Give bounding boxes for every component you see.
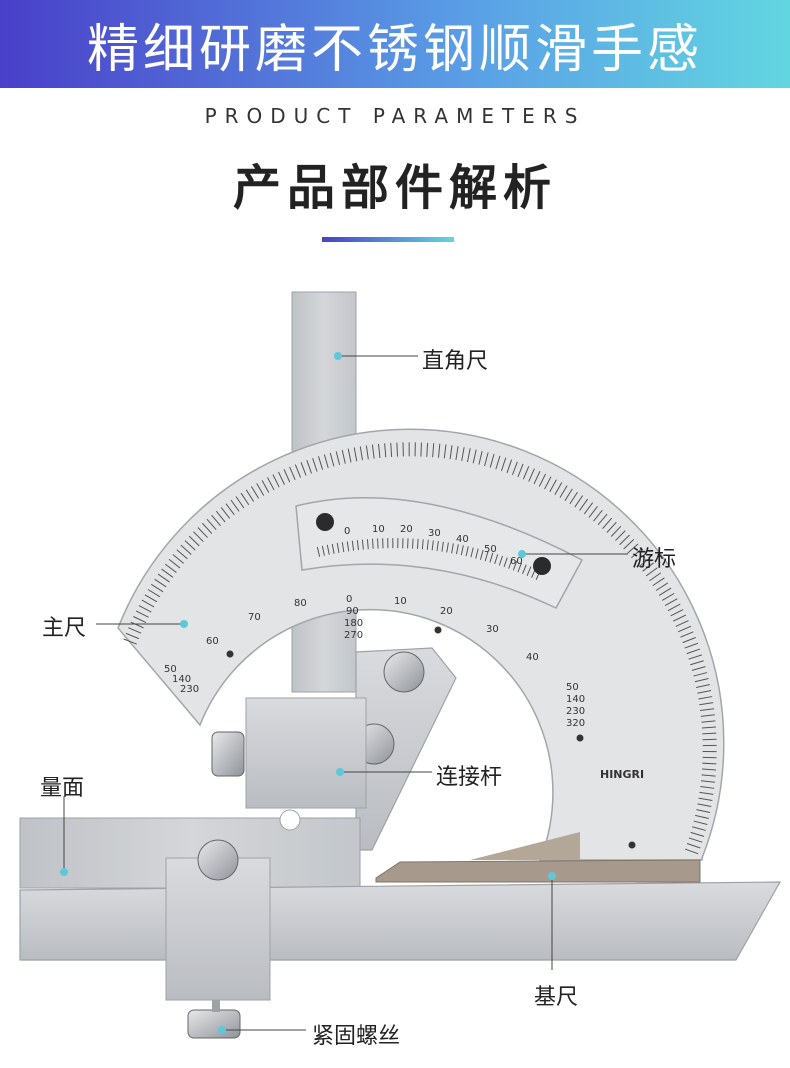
scale-support: [470, 832, 580, 860]
callout-dot-locking-screw: [218, 1026, 226, 1034]
vernier-tick-40: 40: [456, 534, 469, 545]
label-measuring-face: 量面: [40, 776, 85, 801]
base-pad: [375, 859, 701, 883]
connecting-rod: [355, 647, 457, 851]
vernier-tick-10: 10: [372, 524, 385, 535]
main-tick-40: 40: [526, 652, 539, 663]
label-main-scale: 主尺: [42, 616, 87, 641]
main-scale-hole-left: [226, 650, 234, 658]
main-tick-140-left: 140: [172, 674, 191, 685]
vernier-tick-30: 30: [428, 528, 441, 539]
main-tick-140-right: 140: [566, 694, 585, 705]
main-center-270: 270: [344, 630, 363, 641]
vernier-tick-20: 20: [400, 524, 413, 535]
vernier-tick-0: 0: [344, 526, 350, 537]
callout-dot-main-scale: [180, 620, 188, 628]
locking-screw-shaft: [212, 1000, 220, 1012]
main-tick-70: 70: [248, 612, 261, 623]
label-vernier: 游标: [632, 547, 677, 572]
main-tick-230-right: 230: [566, 706, 585, 717]
banner-title: 精细研磨不锈钢顺滑手感: [86, 19, 703, 80]
callout-dot-right-angle-ruler: [334, 352, 342, 360]
vernier-screw-right: [533, 557, 551, 575]
main-tick-230-left: 230: [180, 684, 199, 695]
blade-notch: [279, 809, 301, 831]
main-scale-hole-end: [628, 841, 636, 849]
main-tick-30: 30: [486, 624, 499, 635]
locking-screw: [187, 1009, 241, 1039]
main-tick-50-left: 50: [164, 664, 177, 675]
main-tick-50-right: 50: [566, 682, 579, 693]
holder-block: [245, 697, 367, 809]
label-connecting-rod: 连接杆: [436, 765, 503, 790]
side-knob: [211, 731, 245, 777]
vernier-tick-60: 60: [510, 556, 523, 567]
section-subtitle: PRODUCT PARAMETERS: [204, 104, 586, 128]
callout-dot-base-ruler: [548, 872, 556, 880]
section-title: 产品部件解析: [232, 160, 557, 216]
brand-mark: HINGRI: [600, 768, 644, 781]
callout-dot-vernier: [518, 550, 526, 558]
main-tick-10: 10: [394, 596, 407, 607]
callout-dot-measuring-face: [60, 868, 68, 876]
main-scale-hole-right: [576, 734, 584, 742]
callout-dot-connecting-rod: [336, 768, 344, 776]
title-underline: [322, 237, 454, 242]
protractor-illustration: 0 10 20 30 40 50 60 50 140 230 60 70 80 …: [19, 291, 782, 1039]
vernier-plate: [295, 496, 584, 609]
label-base-ruler: 基尺: [534, 985, 579, 1010]
main-center-180: 180: [344, 618, 363, 629]
main-tick-320-right: 320: [566, 718, 585, 729]
label-locking-screw: 紧固螺丝: [312, 1024, 401, 1049]
main-scale-hole-mid: [434, 626, 442, 634]
main-tick-20: 20: [440, 606, 453, 617]
vernier-screw-left: [316, 513, 334, 531]
base-ruler: [19, 881, 782, 961]
main-center-0: 0: [346, 594, 352, 605]
clamp-knob: [197, 839, 239, 881]
label-right-angle-ruler: 直角尺: [422, 349, 489, 374]
main-center-90: 90: [346, 606, 359, 617]
main-tick-80: 80: [294, 598, 307, 609]
main-scale: [117, 428, 725, 861]
main-tick-60: 60: [206, 636, 219, 647]
connecting-rod-knob-top: [383, 651, 425, 693]
vernier-tick-50: 50: [484, 544, 497, 555]
protractor-diagram: 0 10 20 30 40 50 60 50 140 230 60 70 80 …: [0, 270, 790, 1064]
top-banner: 精细研磨不锈钢顺滑手感: [0, 0, 790, 88]
